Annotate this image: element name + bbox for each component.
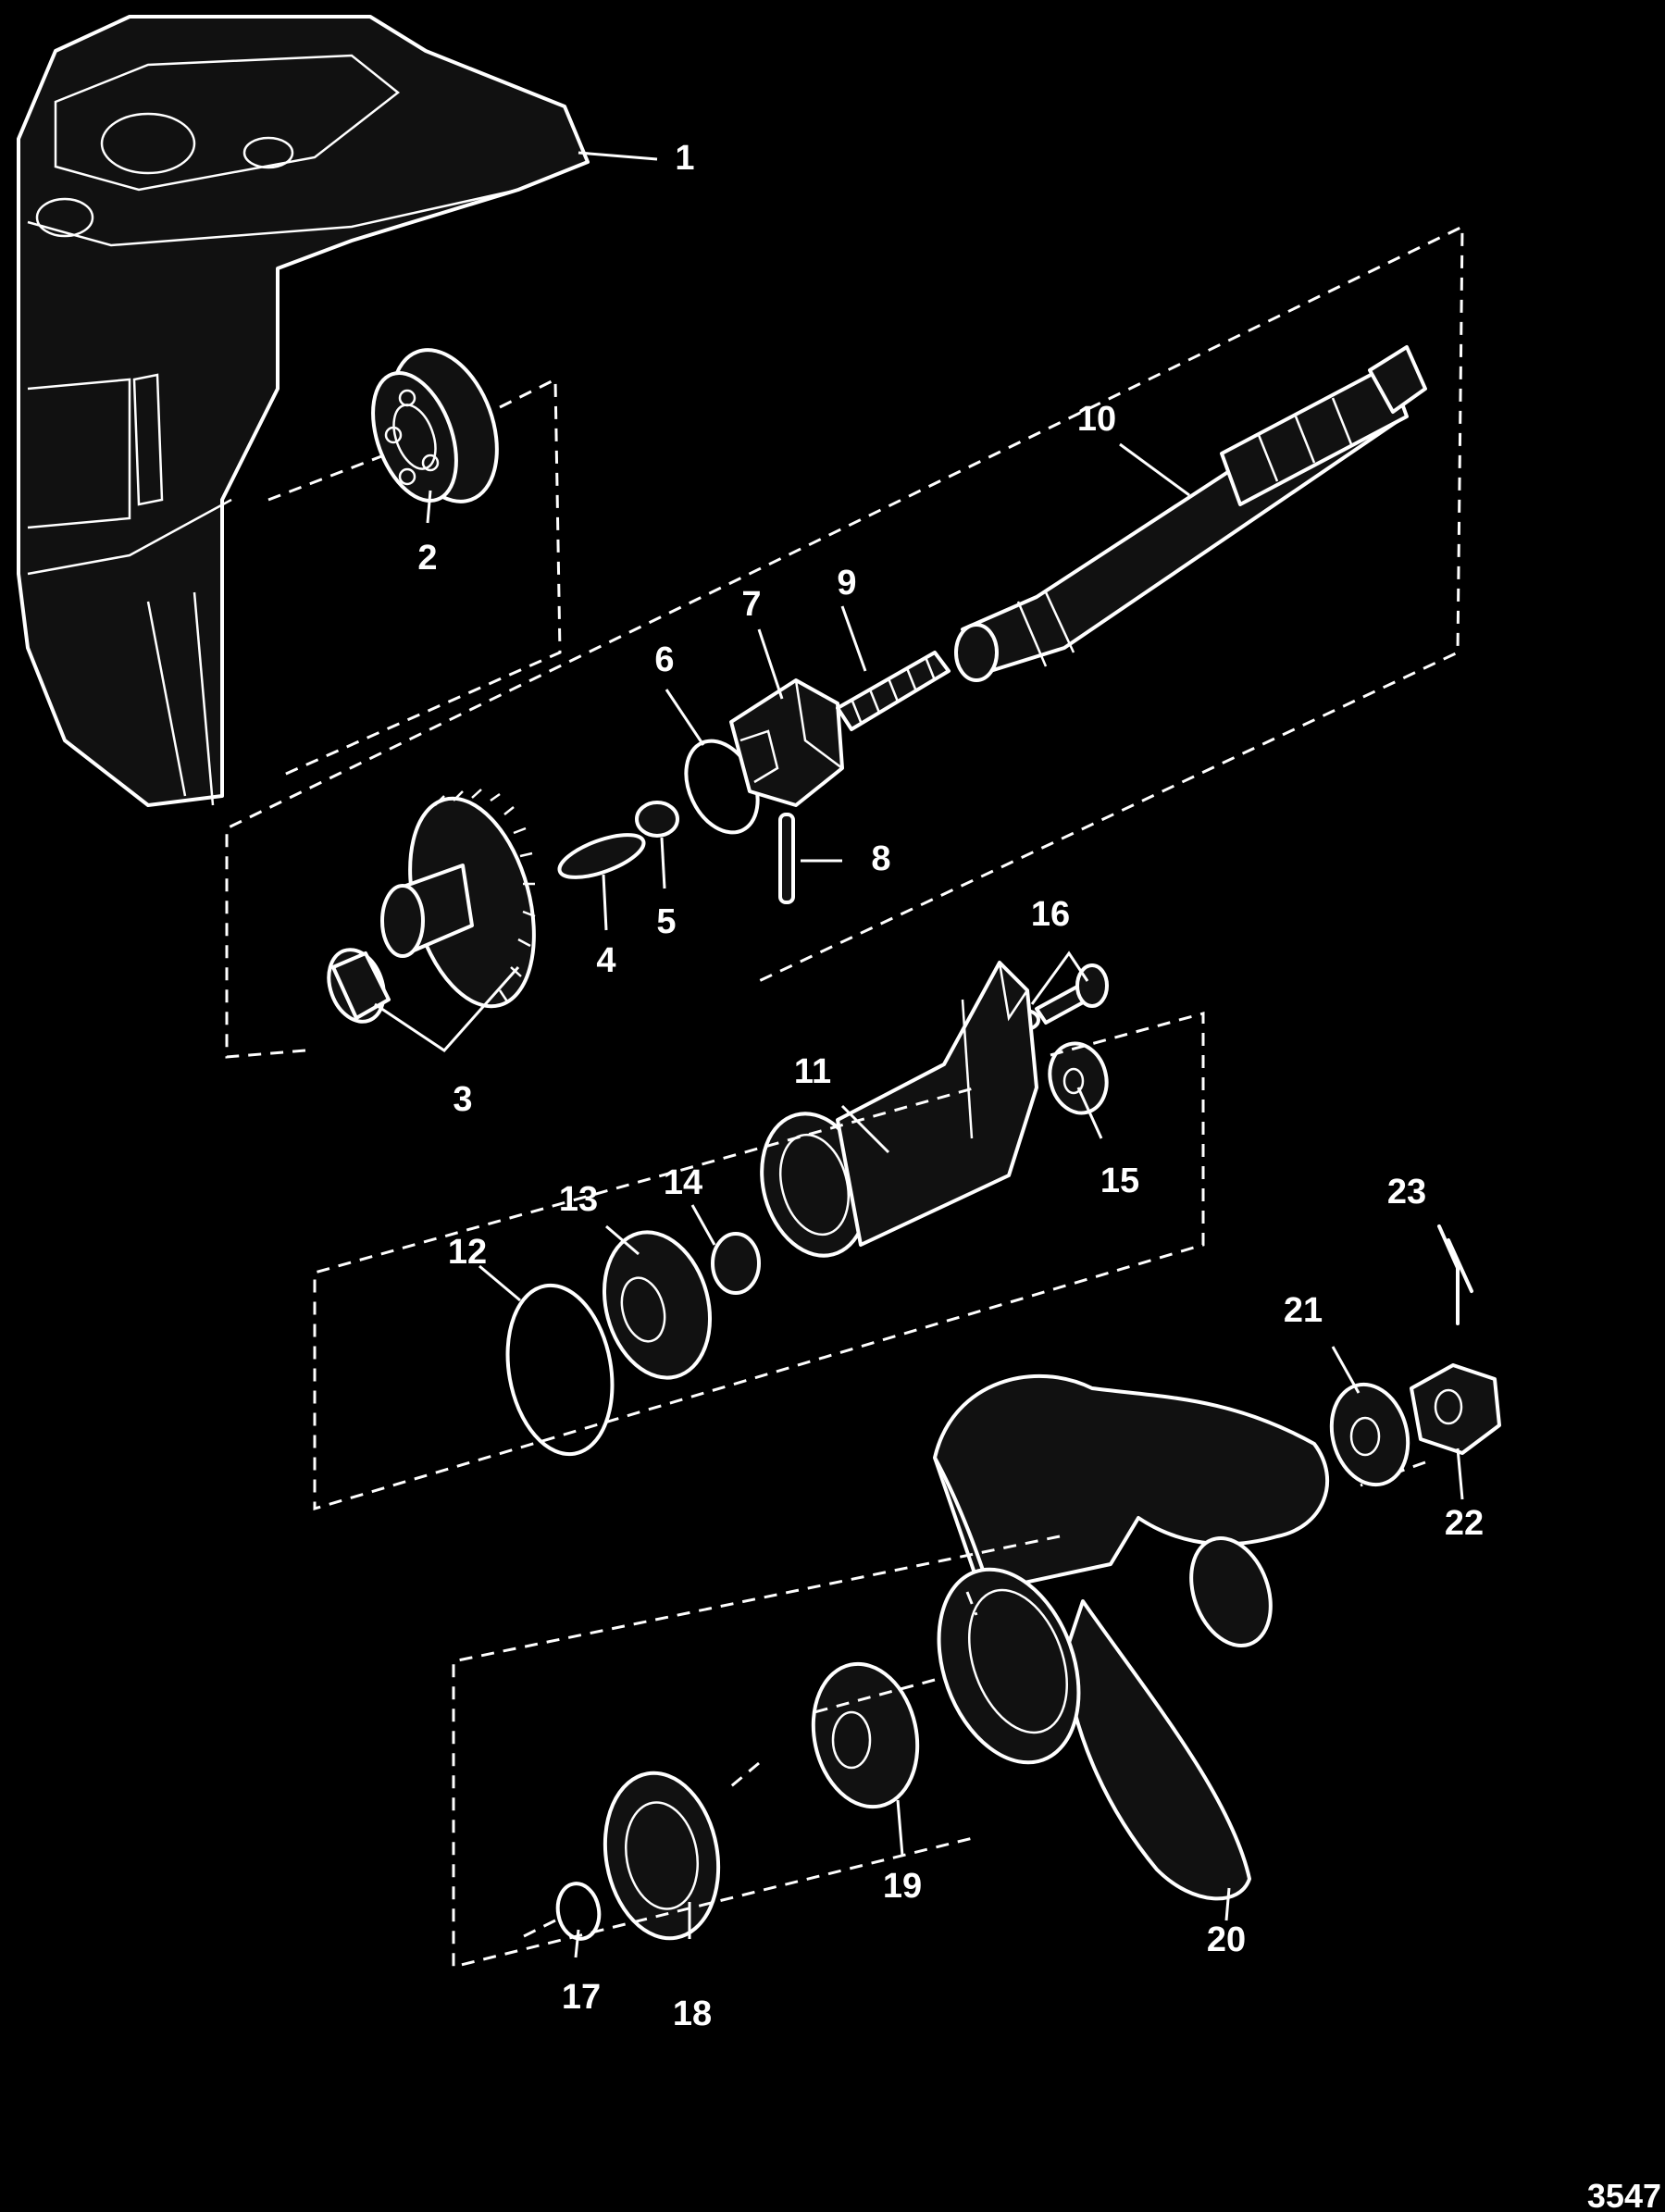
callout-22: 22 bbox=[1445, 1504, 1484, 1543]
propeller bbox=[933, 1373, 1330, 1901]
o-ring bbox=[505, 1283, 615, 1457]
dashed-bracket-11 bbox=[313, 1012, 1205, 1511]
callout-6: 6 bbox=[654, 640, 674, 679]
bearing-carrier bbox=[760, 961, 1038, 1258]
propeller-shaft bbox=[954, 345, 1427, 682]
figure-number: 3547 bbox=[1587, 2177, 1661, 2212]
callout-1: 1 bbox=[675, 139, 694, 178]
retainer bbox=[635, 801, 679, 838]
callout-13: 13 bbox=[559, 1180, 598, 1219]
callout-5: 5 bbox=[656, 902, 676, 941]
leader-lines bbox=[374, 151, 1464, 1958]
washer-21 bbox=[1329, 1382, 1410, 1487]
clutch bbox=[729, 678, 844, 807]
spline-washer bbox=[603, 1771, 721, 1941]
carrier-bearing bbox=[602, 1230, 713, 1380]
callout-7: 7 bbox=[741, 585, 761, 624]
clutch-pin bbox=[778, 813, 795, 904]
propeller-nut bbox=[1410, 1363, 1501, 1455]
callout-9: 9 bbox=[837, 564, 856, 603]
callout-19: 19 bbox=[883, 1867, 922, 1906]
callout-14: 14 bbox=[664, 1163, 702, 1202]
bushing bbox=[711, 1232, 761, 1295]
cross-pin bbox=[557, 833, 646, 879]
callout-labels: 1 2 3 4 5 6 7 8 9 10 11 12 13 14 15 16 1… bbox=[417, 139, 1484, 2033]
callout-8: 8 bbox=[871, 839, 890, 878]
callout-23: 23 bbox=[1387, 1173, 1426, 1212]
callout-21: 21 bbox=[1284, 1291, 1323, 1330]
callout-3: 3 bbox=[453, 1080, 472, 1119]
callout-16: 16 bbox=[1031, 895, 1070, 934]
gear-assembly bbox=[327, 789, 536, 1024]
callout-2: 2 bbox=[417, 539, 437, 578]
gear-housing bbox=[17, 15, 590, 807]
callout-11: 11 bbox=[794, 1052, 831, 1091]
upper-bearing bbox=[371, 348, 499, 503]
callout-4: 4 bbox=[596, 941, 615, 980]
thrust-washer-15 bbox=[1048, 1041, 1109, 1115]
dashed-bracket-20 bbox=[452, 1460, 1426, 1969]
callout-10: 10 bbox=[1077, 400, 1116, 439]
callout-18: 18 bbox=[673, 1995, 712, 2033]
callout-15: 15 bbox=[1100, 1162, 1139, 1200]
cotter-pin bbox=[1437, 1224, 1473, 1325]
callout-12: 12 bbox=[448, 1233, 487, 1272]
retaining-ring-17 bbox=[555, 1882, 602, 1941]
thrust-hub bbox=[811, 1661, 920, 1809]
callout-20: 20 bbox=[1207, 1920, 1246, 1959]
dashed-bracket-2 bbox=[267, 377, 562, 779]
spring bbox=[836, 651, 951, 731]
callout-17: 17 bbox=[562, 1978, 601, 2017]
